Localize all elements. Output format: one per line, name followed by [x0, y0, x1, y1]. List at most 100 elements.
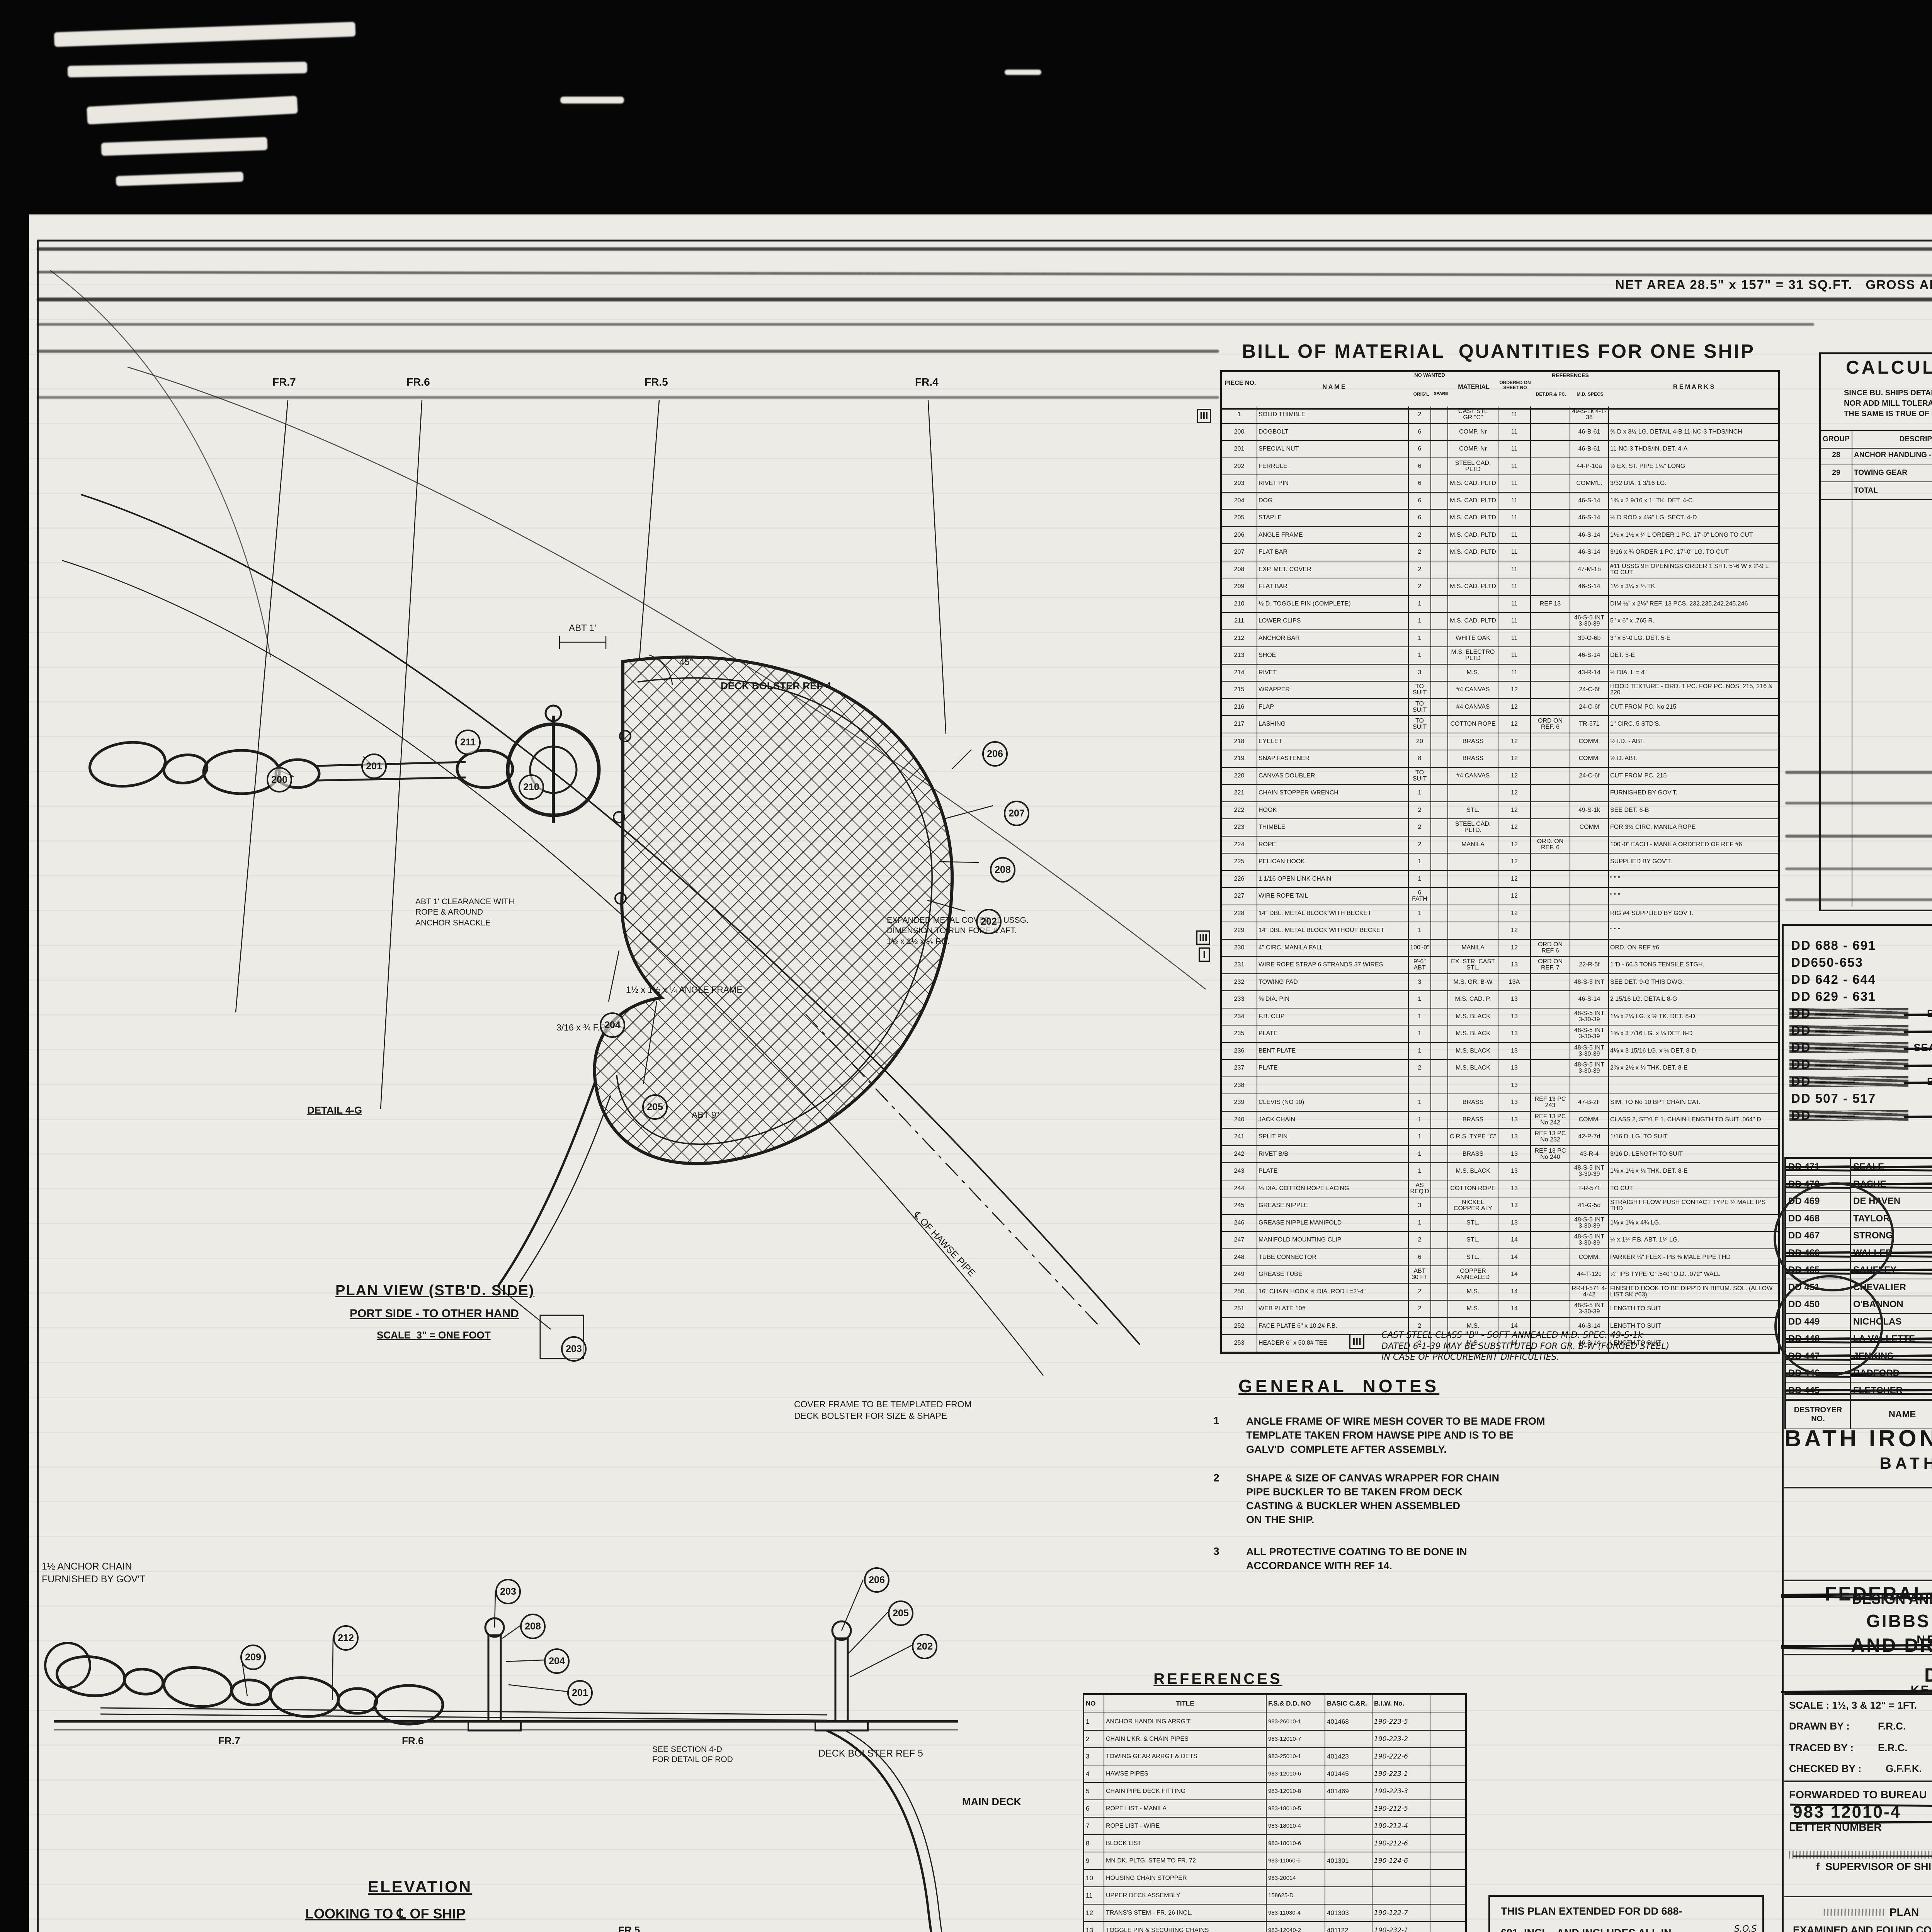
calculated-weights: CALCULATED WEIGHTS SINCE BU. SHIPS DETAI… — [1819, 352, 1932, 911]
bom-cell-spare — [1431, 750, 1448, 767]
bom-cell-name: CLEVIS (NO 10) — [1257, 1094, 1409, 1111]
bom-cell-material: MANILA — [1448, 836, 1498, 853]
bom-cell-qty: 1 — [1409, 595, 1431, 612]
bom-cell-qty: 1 — [1409, 1146, 1431, 1162]
note-1: ANGLE FRAME OF WIRE MESH COVER TO BE MAD… — [1246, 1415, 1545, 1455]
bom-cell-spec: COMM — [1570, 819, 1609, 836]
bom-cell-remarks: TO CUT — [1610, 1185, 1633, 1192]
ref-biw: 190-212-4 — [1372, 1818, 1430, 1834]
bom-cell-material: M.S. CAD. PLTD — [1448, 527, 1498, 543]
bom-cell-spec: 41-G-5d — [1570, 1197, 1609, 1214]
destroyer-no: DD 447 — [1786, 1348, 1851, 1364]
film-scratch — [116, 172, 244, 186]
destroyer-name: LA VALLETTE — [1851, 1331, 1932, 1347]
balloon-number: 207 — [1009, 808, 1025, 819]
bom-cell-material: M.S. BLACK — [1448, 1026, 1498, 1042]
reference-row: 8 BLOCK LIST 983-18010-6 190-212-6 — [1084, 1835, 1465, 1852]
ref-blank — [1430, 1835, 1464, 1852]
frame-label-fr7-top: FR.7 — [272, 376, 296, 388]
bom-cell-qty: 6 — [1409, 510, 1431, 526]
destroyer-name: O'BANNON — [1851, 1296, 1932, 1313]
bom-cell-name: FACE PLATE 6" x 10.2# F.B. — [1257, 1318, 1409, 1334]
ref-biw: 190-124-6 — [1372, 1852, 1430, 1869]
bom-row: 202 FERRULE 6 STEEL CAD. PLTD 11 44-P-10… — [1222, 458, 1778, 475]
plan-extended-box: THIS PLAN EXTENDED FOR DD 688- 691, INCL… — [1488, 1895, 1764, 1932]
bom-cell-spec: 44-P-10a — [1570, 458, 1609, 474]
bom-cell-qty: 1 — [1409, 785, 1431, 801]
bom-row: 200 DOGBOLT 6 COMP. Nr 11 46-B-61 ⅝ D x … — [1222, 423, 1778, 441]
bom-cell-spec: 24-C-6f — [1570, 767, 1609, 784]
bom-cell-spare — [1431, 1008, 1448, 1025]
ref-col-no: NO — [1084, 1695, 1104, 1713]
plan-view-title: PLAN VIEW (STB'D. SIDE) — [335, 1282, 535, 1299]
bom-cell-det — [1531, 888, 1570, 905]
bom-cell-qty: 6 — [1409, 458, 1431, 474]
bom-cell-remarks: FURNISHED BY GOV'T. — [1610, 789, 1678, 796]
letter-number-label: LETTER NUMBER — [1789, 1821, 1882, 1833]
bom-cell-material: WHITE OAK — [1448, 630, 1498, 646]
reference-row: 9 MN DK. PLTG. STEM TO FR. 72 983-11060-… — [1084, 1852, 1465, 1870]
bom-cell-spare — [1431, 1146, 1448, 1162]
bom-cell-qty: 1 — [1409, 1111, 1431, 1128]
bom-cell-piece: 209 — [1222, 578, 1257, 595]
bom-cell-spare — [1431, 1335, 1448, 1352]
flat-bar-label: 3/16 x ¾ F.B. — [556, 1022, 609, 1032]
bom-cell-name: SOLID THIMBLE — [1257, 406, 1409, 423]
bom-cell-spec: TR-571 — [1570, 716, 1609, 733]
bom-cell-qty: 1 — [1409, 991, 1431, 1008]
destroyer-row: DD 471 SEALE 8022 — [1786, 1159, 1932, 1176]
bom-cell-sheet: 11 — [1498, 544, 1531, 561]
callout-balloon: 203 — [561, 1336, 587, 1362]
bom-cell-qty: 3 — [1409, 664, 1431, 681]
weights-row: 28 ANCHOR HANDLING - MISC. DETAILS 287 2… — [1821, 447, 1932, 464]
balloon-number: 200 — [271, 774, 287, 785]
bom-cell-remarks: ½ DIA. L = 4" — [1610, 669, 1647, 676]
balloon-number: 206 — [869, 1574, 885, 1585]
bom-cell-sheet: 13 — [1498, 1180, 1531, 1197]
ref-fsdd: 983-12010-7 — [1267, 1731, 1325, 1747]
balloon-number: 205 — [893, 1607, 909, 1619]
bom-cell-spare — [1431, 819, 1448, 836]
ref-title: HAWSE PIPES — [1104, 1765, 1267, 1782]
ref-blank — [1430, 1922, 1464, 1932]
callout-balloon: 201 — [361, 753, 387, 779]
bom-cell-det: REF 13 PC No 240 — [1531, 1146, 1570, 1162]
plan-ext-line-2: 691, INCL., AND INCLUDES ALL IN- — [1501, 1927, 1675, 1932]
destroyer-row: DD 450 O'BANNON 191 — [1786, 1296, 1932, 1314]
ref-title: TOGGLE PIN & SECURING CHAINS — [1104, 1922, 1267, 1932]
bom-cell-qty: 6 — [1409, 441, 1431, 457]
bom-cell-remarks: DIM ½" x 2⅛" REF. 13 PCS. 232,235,242,24… — [1610, 600, 1748, 607]
bom-cell-spec: COMM. — [1570, 1111, 1609, 1128]
bom-cell-sheet: 12 — [1498, 750, 1531, 767]
bom-cell-qty: 1 — [1409, 613, 1431, 629]
bom-cell-name: JACK CHAIN — [1257, 1111, 1409, 1128]
revision-flag: III — [1196, 930, 1210, 945]
destroyer-no: DD 466 — [1786, 1245, 1851, 1261]
bom-cell-material: M.S. ELECTRO PLTD — [1448, 647, 1498, 664]
bom-cell-spec: 43-R-4 — [1570, 1146, 1609, 1162]
bom-cell-qty: 1 — [1409, 1214, 1431, 1231]
ref-cr — [1325, 1800, 1372, 1817]
bom-cell-det — [1531, 544, 1570, 561]
destroyer-no: DD 445 — [1786, 1382, 1851, 1399]
scan-streak — [37, 350, 1219, 353]
bom-cell-material: COTTON ROPE — [1448, 1180, 1498, 1197]
ref-biw: 190-222-6 — [1372, 1748, 1430, 1765]
bom-cell-spec: 48-S-5 INT 3-30-39 — [1570, 1008, 1609, 1025]
bom-cell-spare — [1431, 406, 1448, 423]
bom-cell-qty: 1 — [1409, 630, 1431, 646]
bom-cell-spare — [1431, 613, 1448, 629]
bom-cell-qty: TO SUIT — [1409, 682, 1431, 698]
destroyer-name: WALLER — [1851, 1245, 1932, 1262]
bom-cell-sheet: 12 — [1498, 836, 1531, 853]
drawn-by-label: DRAWN BY : — [1789, 1720, 1850, 1732]
bom-cell-spare — [1431, 939, 1448, 956]
ship-builder: BATH IRON WORKS CORP — [1907, 957, 1932, 969]
ref-biw — [1372, 1870, 1430, 1886]
bom-cell-remarks — [1609, 406, 1778, 423]
ship-numbers: DD 642 - 644 — [1791, 972, 1876, 986]
callout-balloon: 203 — [495, 1579, 521, 1604]
bom-cell-sheet: 11 — [1498, 492, 1531, 509]
bom-row: 213 SHOE 1 M.S. ELECTRO PLTD 11 46-S-14 … — [1222, 647, 1778, 665]
ship-row: DD ——— BETHLEHEM STEEL CO. S.B. DIV. — [1789, 1005, 1932, 1022]
